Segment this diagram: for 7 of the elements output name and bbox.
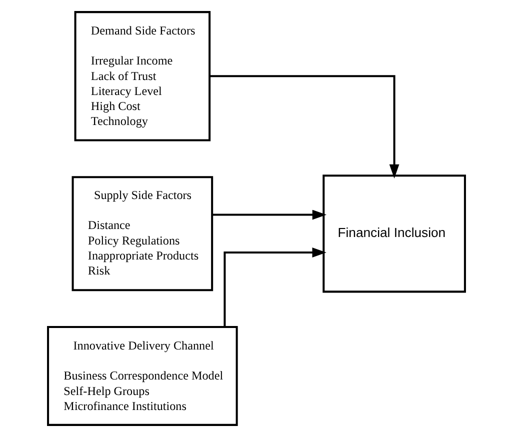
arrow (223, 248, 326, 327)
node-box: Supply Side Factors Distance Policy Regulations Inappropriate Products Risk (71, 176, 213, 292)
node-box: Demand Side Factors Irregular Income Lack of Trust Literacy Level High Cost Technology (74, 11, 210, 142)
node-box: Financial Inclusion (322, 174, 466, 293)
arrow (209, 75, 399, 178)
node-box: Innovative Delivery Channel Business Correspondence Model Self-Help Groups Microfinance Institutions (46, 326, 238, 426)
arrow (212, 210, 326, 220)
